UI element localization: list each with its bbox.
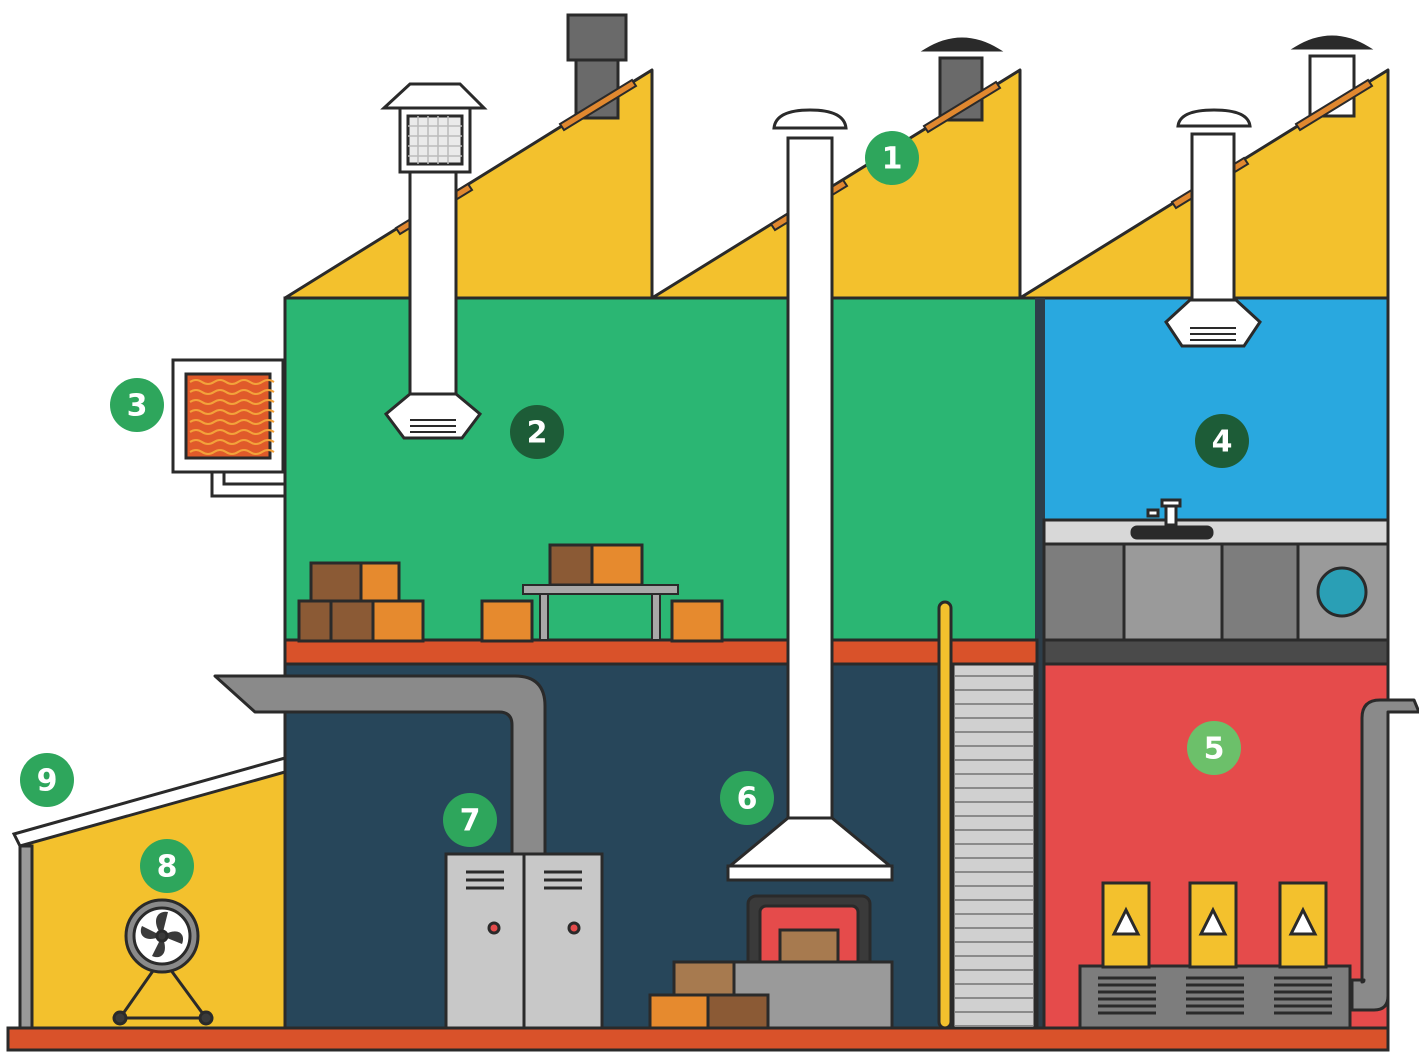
table-top [523,585,678,594]
sink [1132,527,1212,538]
box [361,563,399,601]
marker-label: 3 [127,389,148,424]
marker-label: 6 [737,782,758,817]
box [373,601,423,641]
box [650,995,710,1028]
middle-floor [285,640,1037,664]
marker-label: 9 [37,764,58,799]
shed-post [20,846,32,1028]
marker-8: 8 [140,839,194,893]
chimney-3-cap [1296,37,1368,48]
box [311,563,363,601]
marker-4: 4 [1195,414,1249,468]
duct-2-cap [774,110,846,128]
marker-label: 7 [460,804,481,839]
box [708,995,768,1028]
box [592,545,642,585]
duct-1-pipe [410,172,456,394]
lower-left-room [285,662,1037,1028]
washing-machine-door [1318,568,1366,616]
duct-3-cap [1178,110,1250,126]
box [299,601,333,641]
marker-label: 5 [1204,732,1225,767]
box [331,601,375,641]
utility-counter [1044,500,1388,640]
indicator-light [569,923,579,933]
faucet-knob [1148,510,1158,516]
table-leg [540,594,548,640]
stove-pot [780,930,838,964]
faucet-handle [1162,500,1180,506]
marker-3: 3 [110,378,164,432]
box [482,601,532,641]
marker-5: 5 [1187,721,1241,775]
range-hood-rim [728,866,892,880]
indicator-light [489,923,499,933]
marker-2: 2 [510,405,564,459]
marker-label: 2 [527,416,548,451]
transformer-base [1080,966,1350,1028]
middle-floor-right [1044,640,1388,664]
box [674,962,734,996]
marker-6: 6 [720,771,774,825]
ground-floor [8,1028,1388,1050]
marker-7: 7 [443,793,497,847]
box [550,545,594,585]
duct-grille [408,116,462,164]
gas-pipe [939,602,951,1028]
cabinet [1124,544,1222,640]
marker-label: 4 [1212,425,1233,460]
marker-9: 9 [20,753,74,807]
box [672,601,722,641]
chimney-2-cap [926,39,998,50]
heater-pipe-2 [224,472,285,484]
marker-label: 8 [157,850,178,885]
marker-1: 1 [865,131,919,185]
cabinet [1044,544,1124,640]
marker-label: 1 [882,142,903,177]
cabinet [1222,544,1298,640]
countertop [1044,520,1388,544]
drain-pipe [1352,700,1419,1010]
heater-element [186,374,270,458]
table-leg [652,594,660,640]
duct-2-pipe [788,138,832,818]
chimney-1 [568,15,626,60]
duct-cap-1 [384,84,484,108]
duct-3-pipe [1192,134,1234,300]
